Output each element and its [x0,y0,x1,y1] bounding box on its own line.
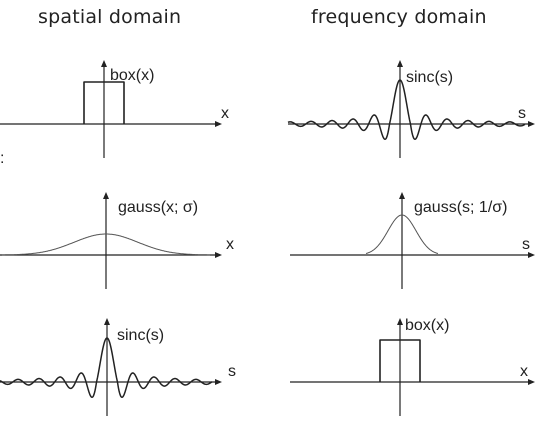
arrow-right-icon [215,252,222,258]
axis-variable-label: x [221,105,229,122]
plot-sinc-frequency: sinc(s) s [287,60,535,158]
arrow-up-icon [397,60,403,67]
arrow-right-icon [528,379,535,385]
arrow-up-icon [397,318,403,325]
gauss-curve [365,214,439,254]
arrow-up-icon [101,60,107,67]
gauss-curve [2,233,210,256]
function-label: gauss(s; 1/σ) [414,199,507,216]
function-label: box(x) [110,67,154,84]
axis-variable-label: x [226,236,234,253]
arrow-right-icon [528,252,535,258]
arrow-right-icon [528,121,535,127]
function-label: box(x) [405,317,449,334]
arrow-right-icon [215,121,222,127]
plot-box-spatial: box(x) x [0,60,229,158]
plot-gauss-frequency: gauss(s; 1/σ) s [290,192,535,289]
function-label: sinc(s) [406,69,453,86]
axis-variable-label: x [520,363,528,380]
arrow-up-icon [103,192,109,199]
plot-box-frequency: box(x) x [290,317,535,416]
arrow-up-icon [104,318,110,325]
function-label: gauss(x; σ) [118,199,198,216]
arrow-up-icon [399,192,405,199]
sinc-curve [0,337,213,399]
function-label: sinc(s) [117,327,164,344]
spatial-domain-heading: spatial domain [38,6,182,28]
box-curve [83,81,125,124]
frequency-domain-heading: frequency domain [311,6,487,28]
axis-variable-label: s [522,236,530,253]
box-curve [379,339,421,382]
plot-sinc-spatial: sinc(s) s [0,318,236,416]
plot-gauss-spatial: gauss(x; σ) x [0,192,234,289]
axis-variable-label: s [228,363,236,380]
arrow-right-icon [215,379,222,385]
axis-variable-label: s [518,105,526,122]
margin-mark: : [0,150,5,167]
sinc-curve [287,79,526,141]
